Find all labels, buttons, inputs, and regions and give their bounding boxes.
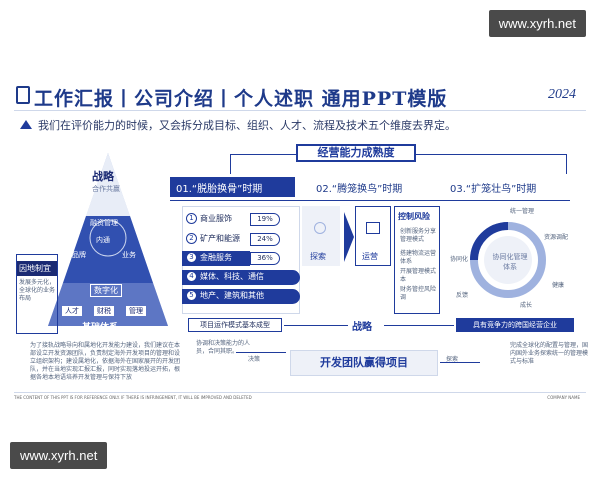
decision-label: 决策 [248,356,261,363]
maturity-tick-left [230,154,231,174]
page-subtitle: 我们在评价能力的时候，又会拆分成目标、组织、人才、流程及技术五个维度去界定。 [38,119,456,132]
clipboard-icon [16,86,30,104]
phase-1-bar [170,177,295,197]
year-label: 2024 [548,87,576,102]
header-divider [14,110,586,111]
cycle-node: 资源调配 [544,234,569,241]
cycle-node: 统一管理 [510,208,535,215]
risk-card [394,206,440,314]
maturity-line-left [230,154,296,155]
operate-card [355,206,391,266]
item-label: 商业服饰 [200,214,232,223]
pyramid-middle-sub: 内通 [96,236,110,244]
footer-left: THE CONTENT OF THIS PPT IS FOR REFERENCE… [14,395,252,400]
cycle-node: 成长 [520,302,533,309]
footer-right: COMPANY NAME [547,395,580,400]
pyramid-item-management: 管理 [126,306,146,316]
left-panel: 因地制宜 发展多元化，全球化的业务布局 [16,254,58,334]
pyramid-middle-right: 业务 [122,251,136,259]
cycle-node: 健康 [552,282,565,289]
risk-item: 创新服务分享管理模式 [400,228,437,243]
item-bar-4 [182,270,300,285]
phase-3-label: 03.“扩笼壮鸟”时期 [450,184,537,195]
risk-item: 开展管理模式本 [400,268,437,283]
bottom-center-label: 战略 [352,322,372,333]
bottom-paragraph: 为了接轨战略导向和属地化开发能力建设，我们建议在本部设立开发资源团队，负责制定海… [30,342,181,381]
phase-divider [170,200,570,201]
watermark-top: www.xyrh.net [488,10,586,37]
item-number: 5 [186,290,197,301]
watermark-bottom: www.xyrh.net [10,442,108,469]
maturity-line-right [416,154,566,155]
pyramid-item-talent: 人才 [62,306,82,316]
connector-left [284,325,348,326]
building-icon [366,222,380,234]
explore-label: 探索 [310,252,326,261]
pyramid-top-tier [86,153,130,216]
cycle-arc-highlight [470,222,509,261]
item-number: 4 [186,271,197,282]
left-bar: 项目运作模式基本成型 [188,318,282,332]
item-label: 地产、建筑和其他 [200,291,264,300]
right-bar: 具有竞争力的跨国经营企业 [456,318,574,332]
pyramid-cycle-ring [89,219,127,257]
people-icon [314,222,326,234]
cycle-center-label: 协同化管理体系 [492,253,528,271]
triangle-bullet-icon [20,120,32,129]
footer-divider [14,392,586,393]
phase-1-label: 01.“脱胎换骨”时期 [176,184,263,195]
cycle-center [484,236,532,284]
risk-title: 控制风险 [398,212,430,221]
pyramid-middle-left: 品牌 [72,251,86,259]
pyramid-top-sub: 合作共赢 [92,185,120,193]
phase-3-cycle [470,222,546,298]
pyramid-top-label: 战略 [92,170,114,183]
team-box: 开发团队赢得项目 [290,350,438,376]
item-label: 媒体、科技、通信 [200,272,264,281]
risk-item: 财务管控风险调 [400,286,437,301]
item-label: 矿产和能源 [200,234,240,243]
maturity-tick-right [566,154,567,174]
right-note: 完成全球化的配置与管理，国内国外业务探索统一的管理模式与标准 [510,342,589,365]
item-value: 24% [250,233,280,246]
risk-item: 搭建物流运营体系 [400,250,437,265]
pyramid-item-finance: 财税 [94,306,114,316]
explore-line [440,362,480,363]
item-highlight-bar [182,251,250,266]
arrow-right-icon [344,212,354,262]
left-panel-header: 因地制宜 [17,261,57,276]
operate-label: 运营 [362,252,378,261]
decision-line [236,352,286,353]
explore-note-label: 探索 [446,356,459,363]
item-number: 2 [186,233,197,244]
item-value: 19% [250,213,280,226]
maturity-title: 经营能力成熟度 [296,144,416,162]
pyramid-middle-label: 融资管理 [90,219,118,227]
page-title: 工作汇报丨公司介绍丨个人述职 通用PPT模版 [34,88,448,110]
explore-card [302,206,340,266]
item-value: 36% [250,252,280,265]
pyramid-middle-tier [63,216,153,283]
item-number: 3 [186,252,197,263]
cycle-node: 协同化 [450,256,469,263]
connector-right [384,325,454,326]
pyramid-base-label: 基础体系 [82,323,119,333]
cycle-node: 反馈 [456,292,469,299]
left-panel-text: 发展多元化，全球化的业务布局 [19,279,56,302]
pyramid-digital-label: 数字化 [90,284,122,297]
left-note: 协调和决策能力的人员，合同其职。 [196,340,251,355]
item-bar-5 [182,289,300,304]
item-label: 金融服务 [200,253,232,262]
phase-2-label: 02.“腾笼换鸟”时期 [316,184,403,195]
item-number: 1 [186,213,197,224]
